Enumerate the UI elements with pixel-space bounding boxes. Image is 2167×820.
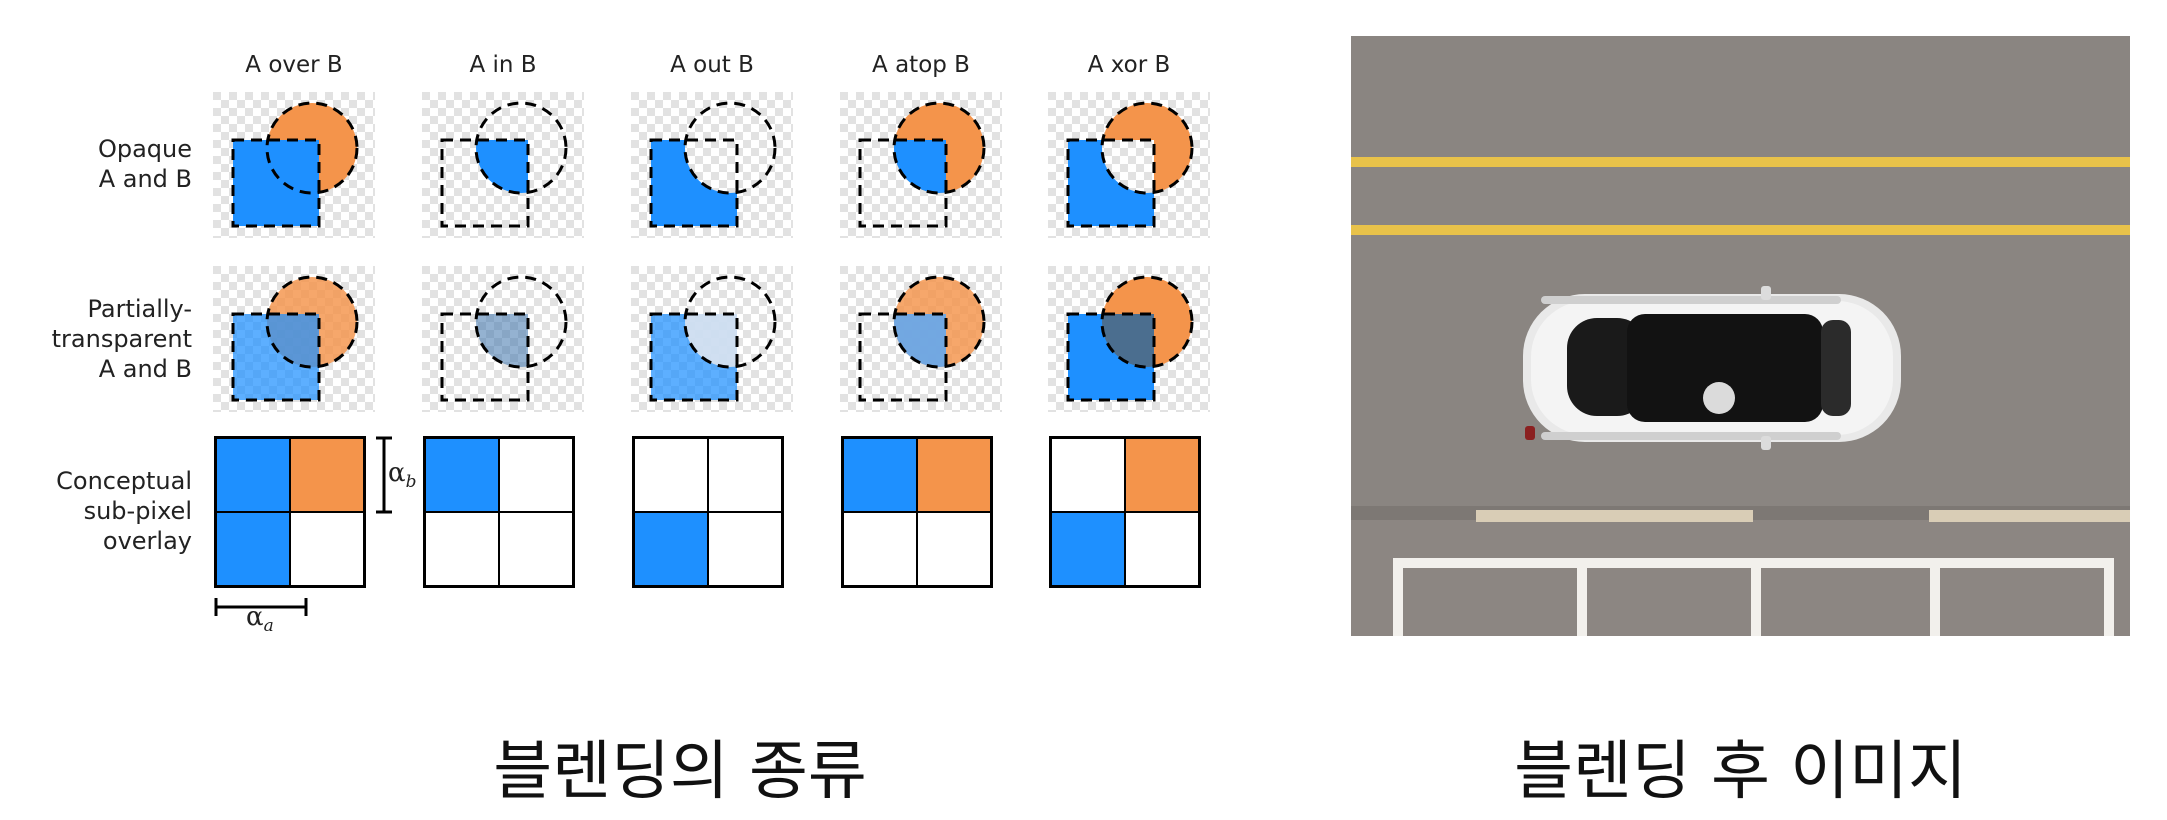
overlay-cell-bottom-left (426, 512, 499, 585)
overlay-cell-bottom-left (844, 512, 917, 585)
overlay-grid-out (632, 436, 784, 588)
overlay-grid-xor (1049, 436, 1201, 588)
overlay-cell-bottom-left (217, 512, 290, 585)
transparent-atop-tile (840, 266, 1002, 412)
overlay-cell-top-left (1052, 439, 1125, 512)
alpha-a-bracket (214, 598, 308, 616)
column-header-in: A in B (469, 52, 537, 78)
alpha-a-label: αa (246, 602, 274, 637)
opaque-xor-tile (1048, 92, 1210, 238)
overlay-cell-bottom-left (635, 512, 708, 585)
transparent-xor-tile (1048, 266, 1210, 412)
overlay-cell-top-left (217, 439, 290, 512)
overlay-cell-bottom-right (917, 512, 990, 585)
opaque-over-tile (213, 92, 375, 238)
column-header-xor: A xor B (1087, 52, 1171, 78)
overlay-cell-bottom-right (499, 512, 572, 585)
overlay-grid-in (423, 436, 575, 588)
overlay-cell-top-right (290, 439, 363, 512)
overlay-cell-top-right (917, 439, 990, 512)
overlay-cell-top-right (1125, 439, 1198, 512)
opaque-in-tile (422, 92, 584, 238)
blended-car-photo (1351, 36, 2130, 636)
caption-blending-types: 블렌딩의 종류 (493, 735, 867, 809)
opaque-out-tile (631, 92, 793, 238)
row-label-partially-transparent: Partially- transparent A and B (51, 295, 192, 383)
column-header-atop: A atop B (872, 52, 970, 78)
overlay-cell-top-right (499, 439, 572, 512)
overlay-cell-top-right (708, 439, 781, 512)
column-header-over: A over B (245, 52, 343, 78)
alpha-b-label: αb (388, 458, 417, 493)
overlay-cell-bottom-left (1052, 512, 1125, 585)
transparent-in-tile (422, 266, 584, 412)
overlay-cell-bottom-right (290, 512, 363, 585)
overlay-cell-bottom-right (708, 512, 781, 585)
overlay-cell-top-left (426, 439, 499, 512)
overlay-grid-atop (841, 436, 993, 588)
alpha-b-bracket (376, 436, 392, 514)
opaque-atop-tile (840, 92, 1002, 238)
overlay-cell-top-left (635, 439, 708, 512)
column-header-out: A out B (670, 52, 754, 78)
row-label-conceptual-overlay: Conceptual sub-pixel overlay (56, 467, 192, 555)
transparent-out-tile (631, 266, 793, 412)
overlay-grid-over (214, 436, 366, 588)
row-label-opaque: Opaque A and B (97, 135, 192, 193)
car-shape (1523, 286, 1901, 450)
transparent-over-tile (213, 266, 375, 412)
overlay-cell-bottom-right (1125, 512, 1198, 585)
overlay-cell-top-left (844, 439, 917, 512)
caption-blended-image: 블렌딩 후 이미지 (1514, 735, 1967, 809)
